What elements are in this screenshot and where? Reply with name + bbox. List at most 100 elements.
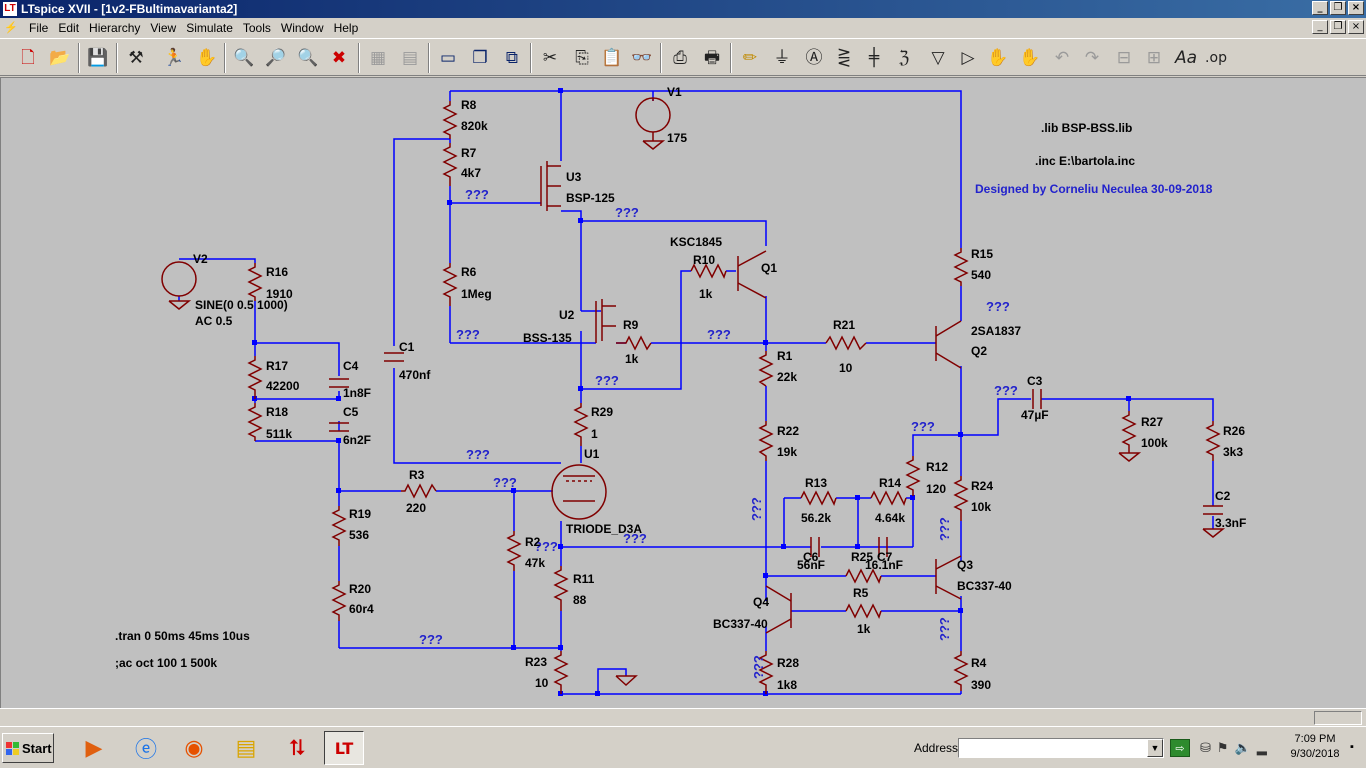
r15-value: 540 (971, 268, 991, 282)
network-icon[interactable]: ⛁ (1200, 740, 1211, 756)
halt-icon[interactable]: ✋ (196, 48, 218, 68)
cascade-icon[interactable]: ❐ (472, 48, 488, 68)
r17-name: R17 (266, 359, 288, 373)
designer-comment[interactable]: Designed by Corneliu Neculea 30-09-2018 (975, 182, 1213, 196)
menu-window[interactable]: Window (280, 21, 324, 35)
u3-value: BSP-125 (566, 191, 615, 205)
zoom-in-icon[interactable]: 🔍 (233, 48, 255, 68)
ltspice-icon: LT (3, 2, 17, 16)
signal-icon[interactable]: ▂ (1256, 740, 1267, 756)
tran-directive[interactable]: .tran 0 50ms 45ms 10us (115, 629, 250, 643)
go-icon[interactable]: ⇨ (1170, 739, 1190, 757)
v2-name: V2 (193, 252, 208, 266)
lib-directive[interactable]: .lib BSP-BSS.lib (1041, 121, 1132, 135)
capacitor-icon[interactable]: ╪ (868, 48, 880, 68)
clock-time: 7:09 PM (1294, 733, 1336, 745)
spice-directive-icon[interactable]: .op (1205, 50, 1227, 66)
wires (178, 90, 1214, 695)
file-explorer-icon[interactable]: ▤ (235, 735, 257, 761)
copy-icon[interactable]: ⎘ (575, 48, 589, 68)
u2-value: BSS-135 (523, 331, 572, 345)
r22-name: R22 (777, 424, 799, 438)
doc-close-button[interactable]: × (1348, 20, 1364, 34)
r29-value: 1 (591, 427, 598, 441)
print-setup-icon[interactable]: ⎙ (673, 48, 687, 68)
doc-minimize-button[interactable]: _ (1312, 20, 1328, 34)
firefox-icon[interactable]: ◉ (184, 735, 204, 761)
schematic-doc-icon[interactable]: ⚡ (4, 22, 18, 34)
r25-name: R25 (851, 550, 873, 564)
internet-explorer-icon[interactable]: ⓔ (134, 738, 157, 763)
r27-name: R27 (1141, 415, 1163, 429)
volume-icon[interactable]: 🔈 (1234, 740, 1251, 756)
label-net-icon[interactable]: Ⓐ (805, 48, 823, 68)
run-icon[interactable]: 🏃 (163, 48, 185, 68)
ltspice-icon[interactable]: LT (324, 731, 364, 765)
q3-name: Q3 (957, 558, 973, 572)
component-icon[interactable]: ▷ (961, 48, 975, 68)
clock[interactable]: 7:09 PM 9/30/2018 (1284, 732, 1346, 762)
net-label: ??? (911, 419, 935, 434)
flag-icon[interactable]: ⚑ (1216, 740, 1229, 756)
cut-icon[interactable]: ✂ (542, 48, 558, 68)
r17-value: 42200 (266, 379, 300, 393)
resistor-icon[interactable]: ⋛ (836, 48, 852, 68)
inc-directive[interactable]: .inc E:\bartola.inc (1035, 154, 1135, 168)
schematic-canvas[interactable]: ??? ??? ??? ??? ??? ??? ??? ??? ??? ??? … (0, 77, 1366, 708)
control-panel-icon[interactable]: ⚒ (128, 48, 144, 68)
chevron-down-icon[interactable]: ▼ (1147, 739, 1163, 757)
media-player-icon[interactable]: ▶ (85, 735, 103, 761)
diode-icon[interactable]: ▽ (931, 48, 945, 68)
move-icon[interactable]: ✋ (987, 48, 1009, 68)
net-label: ??? (456, 327, 480, 342)
save-icon[interactable]: 💾 (87, 48, 109, 68)
start-button[interactable]: Start (2, 733, 54, 763)
doc-restore-button[interactable]: ❐ (1330, 20, 1346, 34)
r21-value: 10 (839, 361, 853, 375)
show-desktop-icon[interactable]: ▪ (1350, 741, 1354, 753)
zoom-fit-icon[interactable]: ✖ (331, 48, 347, 68)
wire-icon[interactable]: ✏ (742, 48, 758, 68)
ground-icon[interactable]: ⏚ (773, 48, 791, 68)
tile-windows-icon[interactable]: ▭ (439, 48, 457, 68)
menu-hierarchy[interactable]: Hierarchy (89, 21, 141, 35)
new-schematic-icon[interactable]: 🗋 (21, 48, 35, 68)
close-all-icon[interactable]: ⧉ (505, 48, 519, 68)
zoom-out-icon[interactable]: 🔍 (297, 48, 319, 68)
autorange-icon[interactable]: ▦ (369, 48, 387, 68)
close-button[interactable]: × (1348, 1, 1364, 15)
toolbar: 🗋 📂 💾 ⚒ 🏃 ✋ 🔍 🔎 🔍 ✖ ▦ ▤ ▭ ❐ ⧉ ✂ ⎘ 📋 👓 ⎙ … (0, 38, 1366, 76)
undo-icon[interactable]: ↶ (1054, 48, 1070, 68)
print-icon[interactable]: 🖶 (703, 48, 721, 68)
rotate-icon[interactable]: ⊟ (1116, 48, 1132, 68)
menu-simulate[interactable]: Simulate (186, 21, 233, 35)
redo-icon[interactable]: ↷ (1084, 48, 1100, 68)
menu-edit[interactable]: Edit (58, 21, 80, 35)
inductor-icon[interactable]: ℨ (898, 48, 910, 68)
open-icon[interactable]: 📂 (49, 48, 71, 68)
zoom-pan-icon[interactable]: 🔎 (265, 48, 287, 68)
menu-view[interactable]: View (150, 21, 177, 35)
acrobat-icon[interactable]: ⮁ (287, 735, 305, 761)
ac-directive[interactable]: ;ac oct 100 1 500k (115, 656, 217, 670)
paste-icon[interactable]: 📋 (601, 48, 623, 68)
r14-value: 4.64k (875, 511, 905, 525)
r7-value: 4k7 (461, 166, 481, 180)
tile-icon[interactable]: ▤ (401, 48, 419, 68)
drag-icon[interactable]: ✋ (1019, 48, 1041, 68)
text-icon[interactable]: Aa (1174, 48, 1198, 68)
menu-help[interactable]: Help (333, 21, 359, 35)
find-icon[interactable]: 👓 (631, 48, 653, 68)
address-input[interactable]: ▼ (958, 738, 1164, 758)
r3-name: R3 (409, 468, 425, 482)
r22-value: 19k (777, 445, 797, 459)
net-label: ??? (419, 632, 443, 647)
minimize-button[interactable]: _ (1312, 1, 1328, 15)
net-label: ??? (623, 531, 647, 546)
r11-name: R11 (573, 572, 595, 586)
menu-file[interactable]: File (29, 21, 49, 35)
menu-tools[interactable]: Tools (242, 21, 271, 35)
mirror-icon[interactable]: ⊞ (1146, 48, 1162, 68)
c3-name: C3 (1027, 374, 1043, 388)
restore-button[interactable]: ❐ (1330, 1, 1346, 15)
